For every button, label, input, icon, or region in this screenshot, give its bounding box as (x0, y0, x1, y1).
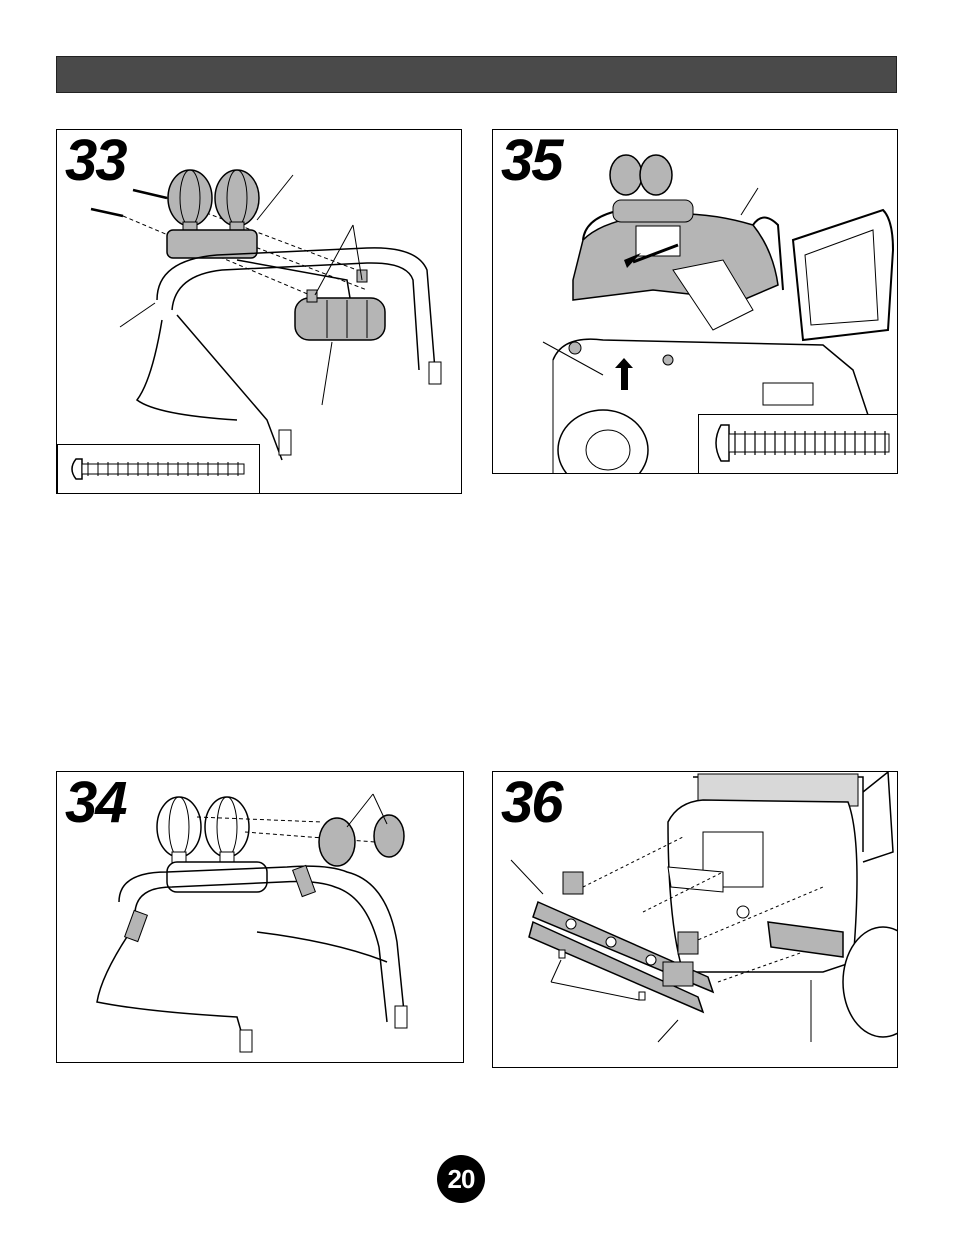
step-35-panel: 35 (492, 129, 898, 474)
light-pod-icon (167, 170, 259, 258)
screw-inset (698, 414, 898, 474)
step-33-panel: 33 (56, 129, 462, 494)
arrow-icon (551, 960, 561, 982)
step-36-panel: 36 (492, 771, 898, 1068)
arrow-icon (615, 358, 633, 390)
screw-icon (58, 445, 258, 493)
arrow-icon (511, 860, 543, 894)
lens-cover-icon (319, 815, 404, 866)
arrow-icon (658, 1020, 678, 1042)
step-number: 35 (501, 132, 562, 190)
arrow-icon (741, 188, 758, 215)
screw-icon (133, 190, 167, 198)
arrow-icon (551, 982, 639, 1000)
arrow-icon (322, 342, 332, 405)
header-bar (56, 56, 897, 93)
step-number: 34 (65, 774, 126, 832)
arrow-icon (347, 794, 373, 827)
step-34-panel: 34 (56, 771, 464, 1063)
foam-tube-icon (295, 298, 385, 340)
step-number: 36 (501, 774, 562, 832)
step-number: 33 (65, 132, 126, 190)
light-pod-icon (157, 797, 249, 866)
screw-icon (91, 209, 123, 216)
light-pod-icon (610, 155, 672, 195)
screw-inset (57, 444, 260, 494)
arrow-icon (120, 303, 155, 327)
page-number: 20 (437, 1155, 485, 1203)
screw-icon (699, 415, 897, 473)
